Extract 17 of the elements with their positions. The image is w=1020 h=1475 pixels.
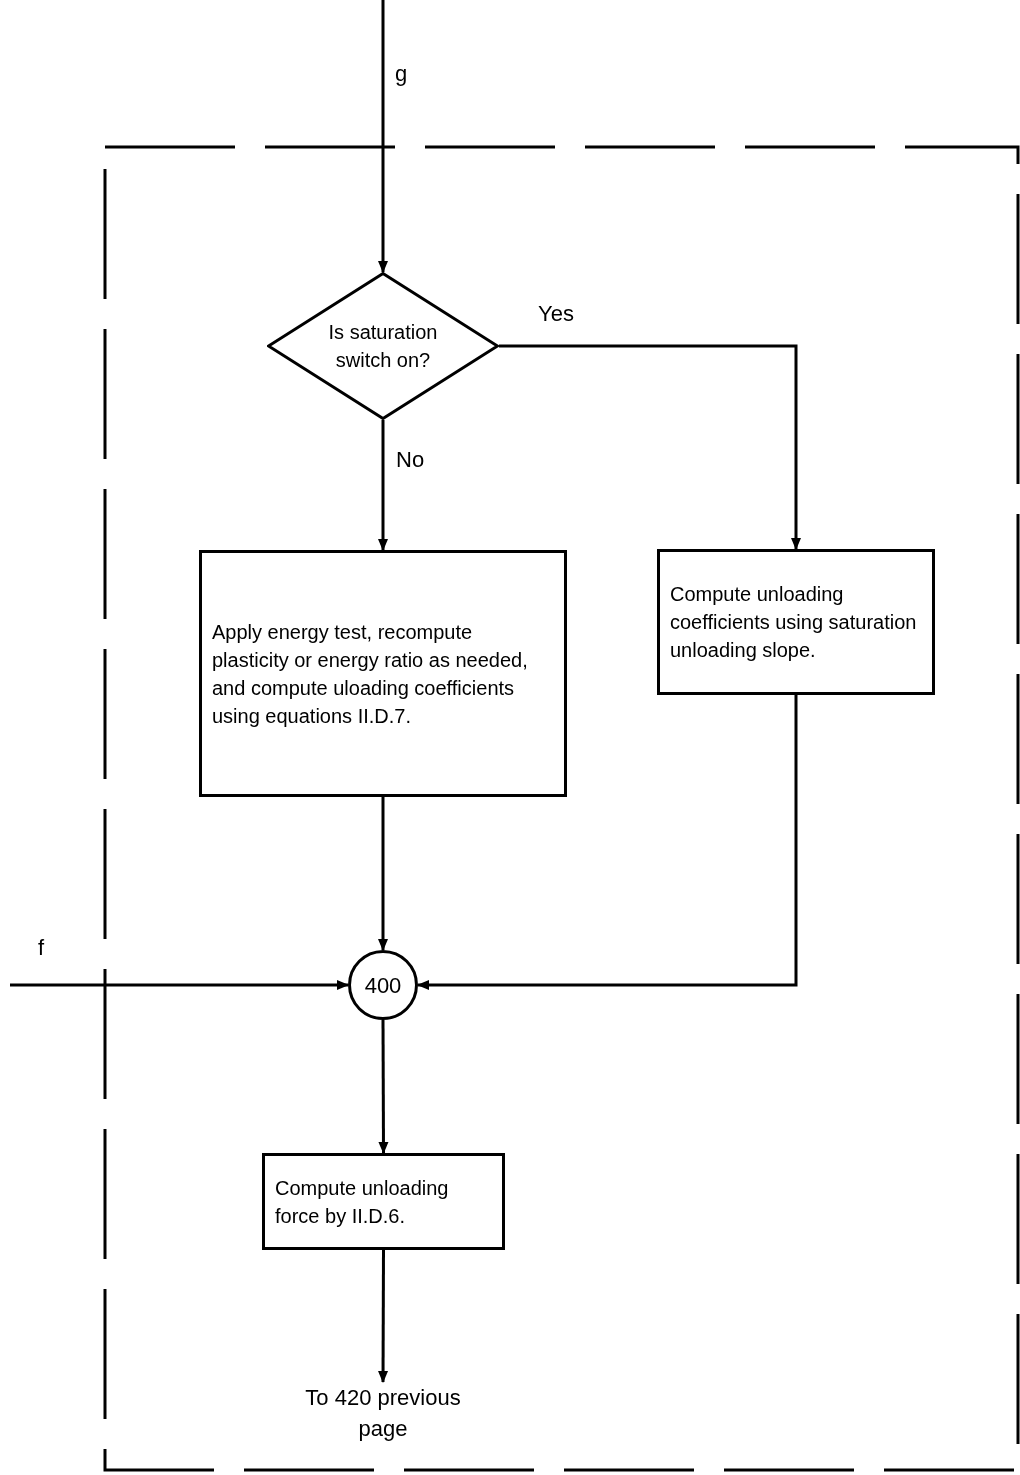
arrow [378, 0, 388, 273]
arrow [10, 980, 349, 990]
terminal-text: To 420 previous page [304, 1384, 462, 1443]
arrow [378, 420, 388, 551]
node-text: Compute unloading force by II.D.6. [275, 1175, 450, 1229]
arrow [417, 695, 798, 990]
node-text: Apply energy test, recompute plasticity or energy ratio as needed, and compute uloading coefficients using equations II.D.7. [212, 619, 529, 729]
arrow [499, 344, 801, 550]
node-text: Compute unloading coefficients using saturation unloading slope. [670, 582, 918, 663]
arrow [378, 797, 388, 951]
process-box [657, 549, 935, 695]
arrow [378, 1250, 389, 1383]
arrow [378, 1020, 389, 1154]
node-text: Is saturation switch on? [328, 321, 438, 371]
process-box [262, 1153, 505, 1250]
node-text: 400 [364, 971, 402, 1000]
process-box [199, 550, 567, 797]
